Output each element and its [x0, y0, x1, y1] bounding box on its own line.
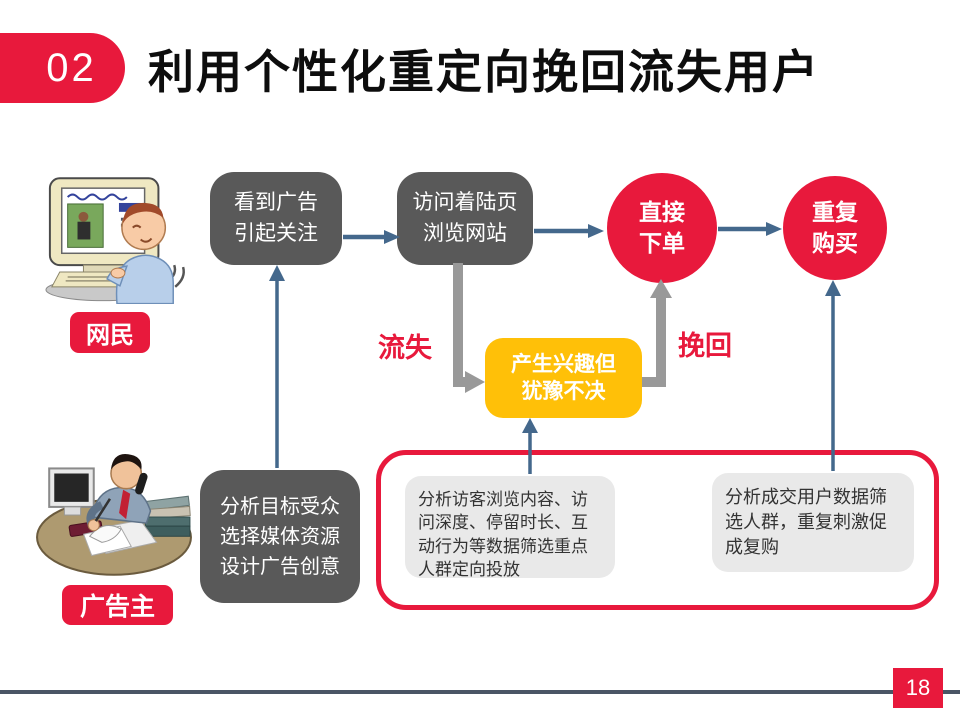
footer-divider-line — [0, 690, 960, 694]
flow-node-direct-order: 直接 下单 — [607, 173, 717, 283]
lost-label: 流失 — [378, 333, 432, 363]
retargeting-strategy-panel — [376, 450, 939, 610]
flow-node-advertiser-plan: 分析目标受众 选择媒体资源 设计广告创意 — [200, 470, 360, 603]
flow-node-repeat-purchase: 重复 购买 — [783, 176, 887, 280]
slide-title: 利用个性化重定向挽回流失用户 — [148, 46, 820, 98]
flow-node-hesitate: 产生兴趣但 犹豫不决 — [485, 338, 642, 418]
netizen-computer-clipart — [45, 177, 185, 304]
winback-label: 挽回 — [678, 331, 732, 361]
page-number-badge: 18 — [893, 668, 943, 708]
strategy-repeat-buyers: 分析成交用户数据筛选人群，重复刺激促成复购 — [712, 473, 914, 572]
advertiser-desk-clipart — [36, 454, 192, 576]
netizen-label: 网民 — [70, 312, 150, 353]
flow-node-visit-landing-page: 访问着陆页 浏览网站 — [397, 172, 533, 265]
flow-node-see-ad: 看到广告 引起关注 — [210, 172, 342, 265]
advertiser-label: 广告主 — [62, 585, 173, 625]
strategy-lost-users: 分析访客浏览内容、访问深度、停留时长、互动行为等数据筛选重点人群定向投放 — [405, 476, 615, 579]
section-number-badge: 02 — [0, 33, 125, 103]
